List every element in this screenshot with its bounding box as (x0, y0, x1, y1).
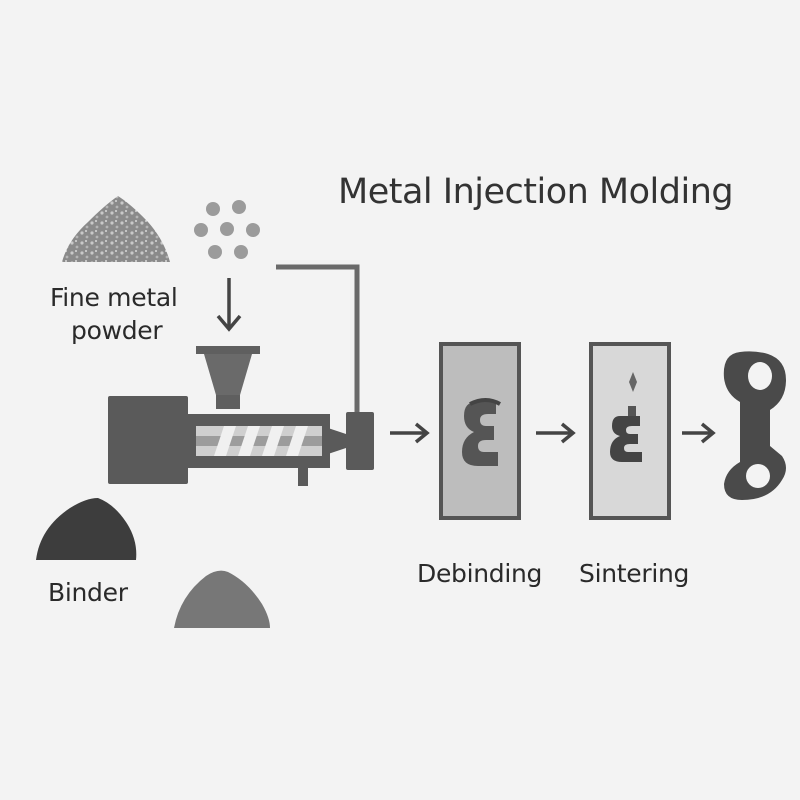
label-fine-metal-powder-2: powder (71, 316, 163, 345)
feedstock-pile-icon (174, 570, 270, 628)
sintering-part-icon (589, 342, 671, 520)
powder-pile-icon (62, 196, 170, 262)
pellets-icon (194, 200, 260, 259)
page-title: Metal Injection Molding (338, 172, 734, 212)
label-fine-metal-powder-1: Fine metal (50, 283, 178, 312)
label-sintering: Sintering (579, 559, 690, 588)
binder-pile-icon (36, 498, 137, 560)
debinding-part-icon (439, 342, 521, 520)
label-debinding: Debinding (417, 559, 543, 588)
arrow-down-icon (216, 278, 242, 332)
injection-machine-icon (108, 264, 374, 486)
label-binder: Binder (48, 578, 128, 607)
finished-part-icon (723, 351, 786, 500)
arrow-right-icon (390, 422, 716, 444)
